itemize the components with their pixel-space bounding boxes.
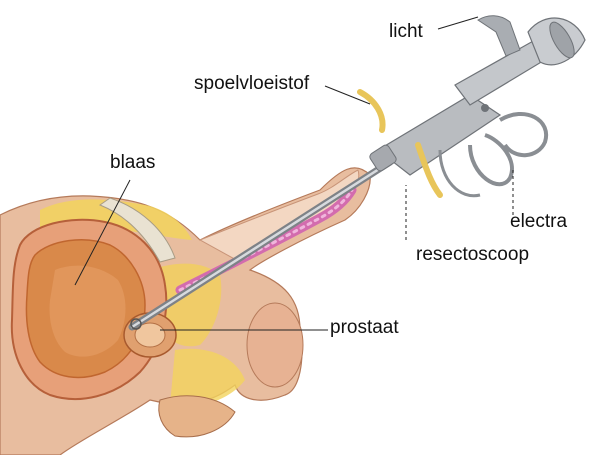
label-blaas: blaas (110, 153, 155, 172)
label-prostaat: prostaat (330, 318, 399, 337)
thumb-loop (500, 114, 546, 155)
scrotum (247, 303, 303, 387)
label-electra: electra (510, 212, 567, 231)
light-connector (478, 16, 520, 56)
label-resectoscoop: resectoscoop (416, 245, 529, 264)
label-spoelvloeistof: spoelvloeistof (194, 74, 309, 93)
irrigation-tube-in (360, 92, 383, 130)
finger-loop (470, 135, 512, 184)
label-licht: licht (389, 22, 423, 41)
